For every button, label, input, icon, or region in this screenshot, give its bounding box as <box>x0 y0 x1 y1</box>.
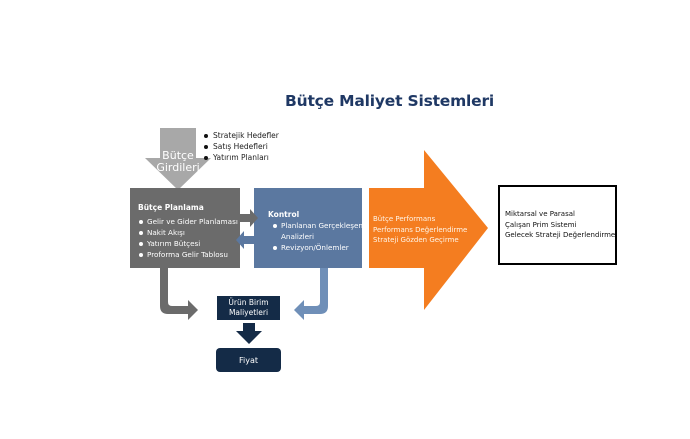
budget-planning-box <box>130 188 240 268</box>
price-box: Fiyat <box>216 348 281 372</box>
control-to-planning-arrow <box>236 231 256 249</box>
budget-planning-heading: Bütçe Planlama <box>138 203 204 212</box>
performance-content: Bütçe Performans Performans Değerlendirm… <box>373 214 467 246</box>
budget-inputs-arrow <box>145 128 211 190</box>
label-line: Bütçe <box>162 149 194 162</box>
budget-planning-content: Bütçe Planlama Gelir ve Gider Planlaması… <box>138 202 238 260</box>
results-content: Miktarsal ve Parasal Çalışan Prim Sistem… <box>505 209 615 241</box>
list-item: Yatırım Planları <box>204 152 279 163</box>
label-line: Girdileri <box>156 161 200 174</box>
unit-cost-line: Maliyetleri <box>228 308 269 317</box>
results-line: Çalışan Prim Sistemi <box>505 220 577 229</box>
list-item: Revizyon/Önlemler <box>272 242 363 253</box>
results-box <box>498 185 617 265</box>
list-item: Satış Hedefleri <box>204 141 279 152</box>
list-item: Nakit Akışı <box>138 227 238 238</box>
list-item: Gelir ve Gider Planlaması <box>138 216 238 227</box>
unit-to-price-arrow <box>236 323 262 344</box>
performance-line: Strateji Gözden Geçirme <box>373 236 459 244</box>
results-line: Miktarsal ve Parasal <box>505 210 575 218</box>
list-item: Stratejik Hedefler <box>204 130 279 141</box>
results-line: Gelecek Strateji Değerlendirme <box>505 231 616 239</box>
list-item: Yatırım Bütçesi <box>138 238 238 249</box>
price-label: Fiyat <box>238 355 258 365</box>
unit-cost-line: Ürün Birim <box>228 298 269 307</box>
unit-cost-box: Ürün Birim Maliyetleri <box>217 296 280 320</box>
control-to-unit-cost-arrow <box>294 268 328 320</box>
planning-to-control-arrow <box>238 209 258 227</box>
item-line: Planlanan Gerçekleşen <box>281 221 363 230</box>
budget-inputs-list: Stratejik Hedefler Satış Hedefleri Yatır… <box>204 130 279 163</box>
diagram-title: Bütçe Maliyet Sistemleri <box>285 92 495 110</box>
control-content: Kontrol Planlanan Gerçekleşen Analizleri… <box>268 209 363 253</box>
list-item: Planlanan Gerçekleşen Analizleri <box>272 220 363 242</box>
control-heading: Kontrol <box>268 210 300 219</box>
performance-line: Performans Değerlendirme <box>373 225 468 234</box>
budget-inputs-label: Bütçe Girdileri <box>152 150 204 174</box>
control-box <box>254 188 362 268</box>
performance-line: Bütçe Performans <box>373 215 436 223</box>
list-item: Proforma Gelir Tablosu <box>138 249 238 260</box>
item-line: Analizleri <box>281 232 315 241</box>
planning-to-unit-cost-arrow <box>160 268 198 320</box>
performance-arrow <box>369 150 488 310</box>
